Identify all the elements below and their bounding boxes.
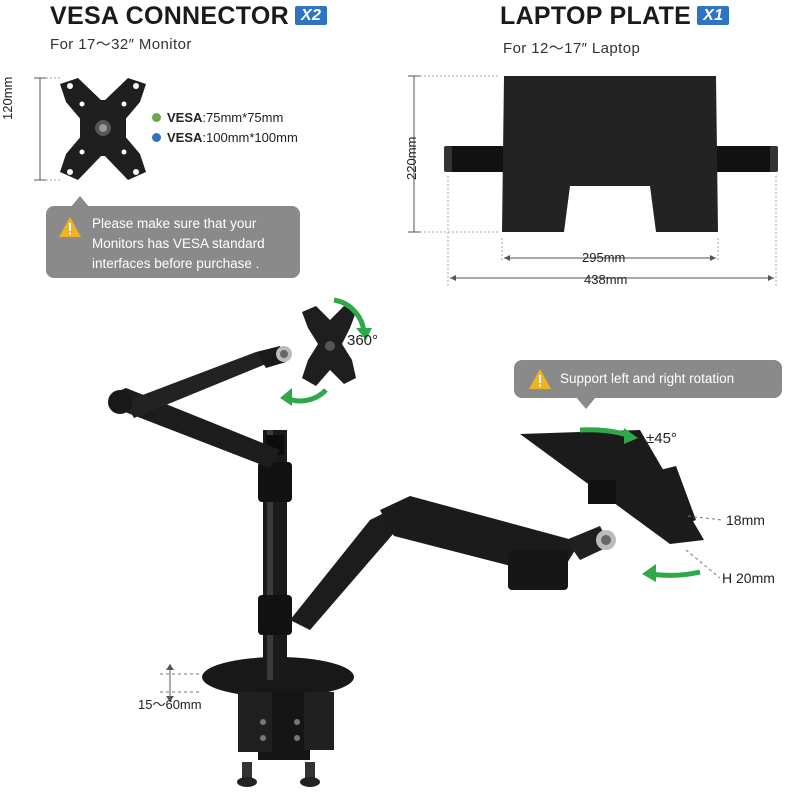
rotation-notice-pointer [576,397,596,409]
warning-icon [529,369,551,389]
laptop-quantity-badge: X1 [697,6,730,25]
vesa-spec-100-label: VESA [167,130,203,145]
green-dot-icon [152,113,161,122]
vesa-spec-75-label: VESA [167,110,203,125]
monitor-arm-illustration [108,297,723,787]
laptop-plate-drawing [408,75,778,286]
notice-line-3: interfaces before purchase . [92,256,260,271]
laptop-height-dimension: 220mm [404,136,419,180]
clip-dimension: 18mm [726,512,765,528]
notice-line-2: Monitors has VESA standard [92,236,265,251]
rotation-notice-text: Support left and right rotation [560,371,735,386]
notice-pointer [70,196,90,208]
laptop-inner-width-dimension: 295mm [582,250,626,265]
vesa-title-block: VESA CONNECTOR X2 [50,2,328,31]
vesa-subtitle: For 17～32″ Monitor [50,36,192,53]
laptop-subtitle: For 12～17″ Laptop [503,40,641,57]
desk-clamp-range: 15～60mm [138,697,202,712]
laptop-outer-width-dimension: 438mm [584,272,628,287]
vesa-spec-75: VESA:75mm*75mm [152,110,283,125]
monitor-rotation-label: 360° [347,332,379,349]
vesa-notice-box: Please make sure that your Monitors has … [46,206,300,278]
vesa-spec-100-value: :100mm*100mm [202,130,298,145]
rotation-notice-box: Support left and right rotation [514,360,782,398]
laptop-title: LAPTOP PLATE [500,2,692,30]
notice-line-1: Please make sure that your [92,216,257,231]
blue-dot-icon [152,133,161,142]
warning-icon [59,217,81,237]
vesa-plate-drawing [34,77,146,181]
vesa-height-dimension: 120mm [0,76,15,120]
vesa-spec-100: VESA:100mm*100mm [152,130,298,145]
laptop-tilt-label: ±45° [646,430,677,447]
vesa-spec-75-value: :75mm*75mm [202,110,284,125]
vesa-quantity-badge: X2 [294,6,328,25]
laptop-title-block: LAPTOP PLATE X1 [500,2,730,31]
hook-height-dimension: H 20mm [722,570,775,586]
vesa-title: VESA CONNECTOR [50,2,289,30]
